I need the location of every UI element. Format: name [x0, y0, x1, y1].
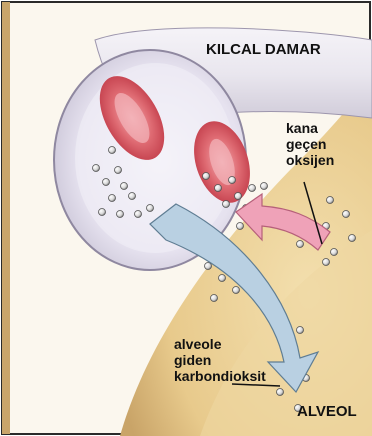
gas-molecule [331, 249, 338, 256]
gas-molecule [297, 241, 304, 248]
gas-molecule [277, 389, 284, 396]
left-edge-strip [2, 2, 10, 434]
gas-molecule [297, 327, 304, 334]
gas-molecule [215, 185, 222, 192]
gas-molecule [103, 179, 110, 186]
gas-molecule [233, 287, 240, 294]
gas-molecule [211, 295, 218, 302]
gas-molecule [219, 275, 226, 282]
gas-molecule [323, 259, 330, 266]
gas-molecule [109, 147, 116, 154]
gas-molecule [349, 235, 356, 242]
oxygen-label: kana geçen oksijen [286, 120, 334, 168]
gas-molecule [203, 173, 210, 180]
gas-molecule [235, 193, 242, 200]
gas-molecule [129, 193, 136, 200]
gas-molecule [327, 197, 334, 204]
gas-molecule [135, 211, 142, 218]
gas-molecule [99, 209, 106, 216]
gas-molecule [205, 263, 212, 270]
gas-molecule [223, 201, 230, 208]
capillary-label: KILCAL DAMAR [206, 41, 321, 58]
gas-molecule [121, 183, 128, 190]
gas-molecule [147, 205, 154, 212]
gas-molecule [249, 185, 256, 192]
gas-molecule [115, 167, 122, 174]
gas-molecule [109, 195, 116, 202]
gas-molecule [117, 211, 124, 218]
carbon-dioxide-label: alveole giden karbondioksit [174, 336, 266, 384]
gas-molecule [237, 223, 244, 230]
alveolus-label: ALVEOL [297, 403, 357, 420]
gas-molecule [93, 165, 100, 172]
gas-molecule [229, 177, 236, 184]
gas-molecule [261, 183, 268, 190]
gas-molecule [343, 211, 350, 218]
